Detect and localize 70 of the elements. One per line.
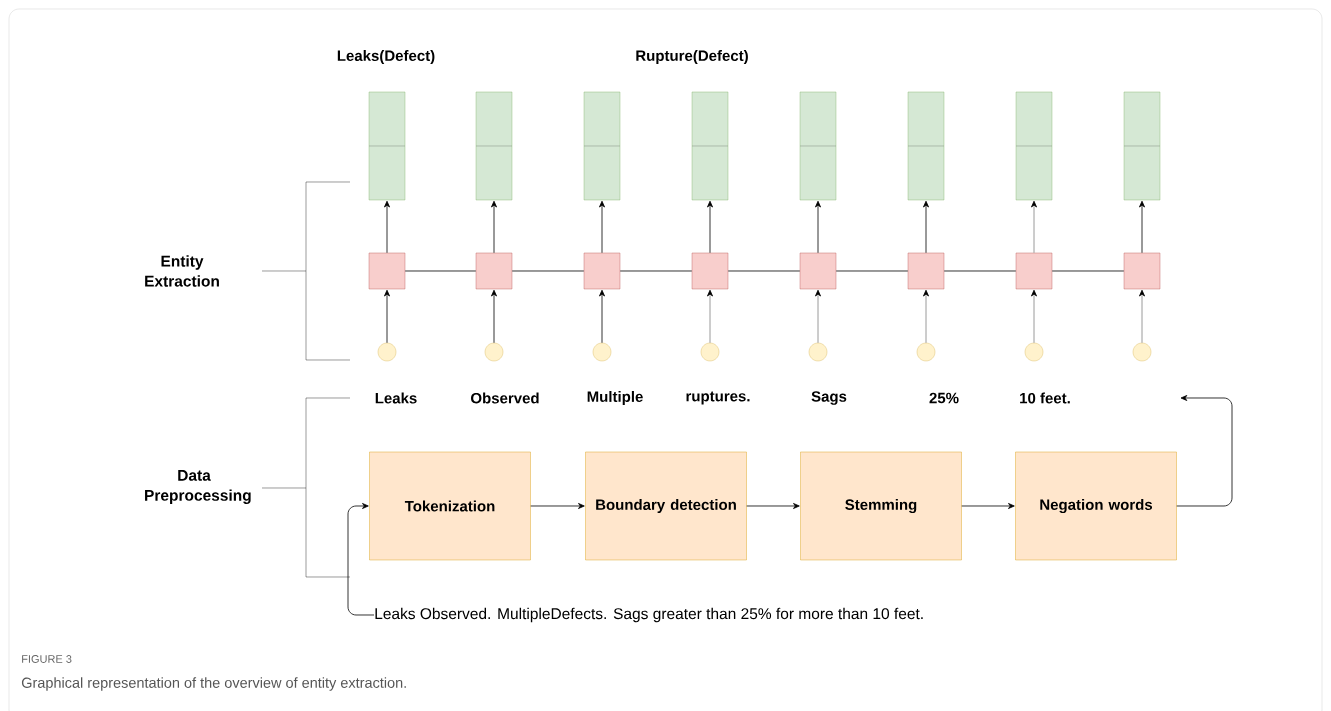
defect-label: Leaks(Defect) — [337, 50, 435, 64]
token-word: ruptures. — [686, 391, 750, 405]
process-box: Tokenization — [369, 451, 531, 561]
arrow — [491, 289, 497, 344]
connector-line — [511, 270, 585, 272]
section-label: Data Preprocessing — [145, 470, 251, 504]
arrow — [599, 289, 605, 344]
hidden-cell — [583, 252, 621, 290]
arrow — [961, 503, 1015, 509]
caption: Graphical representation of the overview of entity extraction. — [21, 677, 406, 691]
output-box — [907, 91, 945, 201]
connector-line — [619, 270, 693, 272]
arrow — [815, 200, 821, 254]
process-box: Negation words — [1015, 451, 1177, 561]
input-sentence: Leaks Observed. MultipleDefects. Sags greater than 25% for more than 10 feet. — [375, 607, 923, 623]
token-circle — [377, 342, 397, 362]
token-circle — [700, 342, 720, 362]
token-circle — [808, 342, 828, 362]
connector-line — [943, 270, 1017, 272]
hidden-cell — [907, 252, 945, 290]
output-box — [368, 91, 406, 201]
token-circle — [1132, 342, 1152, 362]
token-circle — [484, 342, 504, 362]
hidden-cell — [475, 252, 513, 290]
process-box: Stemming — [800, 451, 962, 561]
connector-line — [404, 270, 477, 272]
output-box — [583, 91, 621, 201]
arrow — [1031, 200, 1037, 254]
process-box: Boundary detection — [585, 451, 747, 561]
arrow — [707, 200, 713, 254]
output-box — [799, 91, 837, 201]
output-box — [475, 91, 513, 201]
token-circle — [1024, 342, 1044, 362]
arrow — [815, 289, 821, 344]
hidden-cell — [691, 252, 729, 290]
arrow — [599, 200, 605, 254]
token-circle — [916, 342, 936, 362]
token-word: Observed — [471, 392, 539, 404]
arrow — [1139, 200, 1145, 254]
arrow — [746, 503, 800, 509]
hidden-cell — [1015, 252, 1053, 290]
arrow — [1139, 289, 1145, 344]
arrow — [707, 289, 713, 344]
output-box — [1015, 91, 1053, 201]
hidden-cell — [368, 252, 406, 290]
token-word: 10 feet. — [1020, 392, 1070, 404]
token-word: Multiple — [587, 391, 643, 405]
token-word: Leaks — [375, 392, 417, 404]
arrow — [1031, 289, 1037, 344]
token-circle — [592, 342, 612, 362]
arrow — [923, 200, 929, 254]
hidden-cell — [799, 252, 837, 290]
connector-line — [835, 270, 909, 272]
arrow — [530, 503, 585, 509]
arrow — [347, 503, 375, 616]
connector-line — [1051, 270, 1125, 272]
token-word: Sags — [811, 391, 847, 405]
section-label: Entity Extraction — [145, 255, 219, 287]
connector-line — [727, 270, 801, 272]
arrow — [923, 289, 929, 344]
token-word: 25% — [929, 392, 959, 404]
defect-label: Rupture(Defect) — [636, 50, 748, 64]
hidden-cell — [1123, 252, 1161, 290]
arrow — [1176, 395, 1233, 507]
arrow — [491, 200, 497, 254]
figure-number: FIGURE 3 — [22, 655, 72, 663]
arrow — [384, 289, 390, 344]
output-box — [691, 91, 729, 201]
output-box — [1123, 91, 1161, 201]
arrow — [384, 200, 390, 254]
